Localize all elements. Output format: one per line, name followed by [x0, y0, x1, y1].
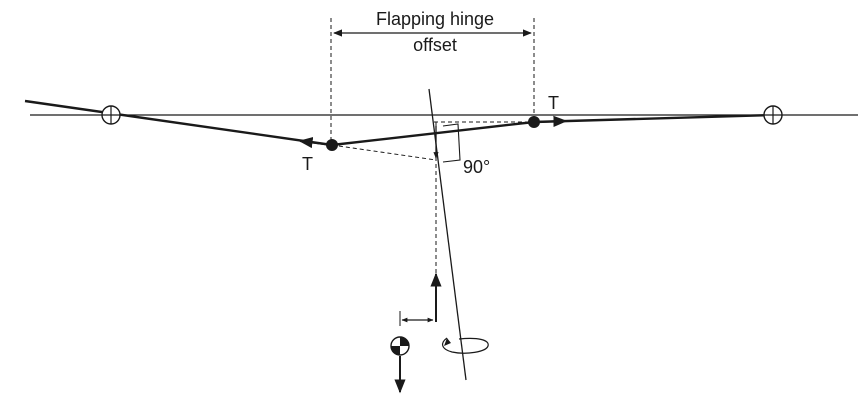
right-angle-marker	[442, 123, 461, 163]
right-blade	[533, 113, 774, 124]
thrust-label-left: T	[302, 154, 313, 174]
left-blade	[24, 99, 333, 147]
hinge-offset-label-line1: Flapping hinge	[376, 9, 494, 29]
rotation-arrow-icon	[442, 337, 489, 354]
cg-symbol-icon	[390, 336, 410, 356]
thrust-label-right: T	[548, 93, 559, 113]
left-dashed	[331, 144, 437, 161]
crosshair-circle-icon	[101, 105, 121, 125]
hinge-offset-label-line2: offset	[413, 35, 457, 55]
hub-arm	[331, 120, 535, 147]
tilted-rotor-axis	[428, 88, 467, 381]
angle-label: 90°	[463, 157, 490, 177]
crosshair-circle-icon	[763, 105, 783, 125]
